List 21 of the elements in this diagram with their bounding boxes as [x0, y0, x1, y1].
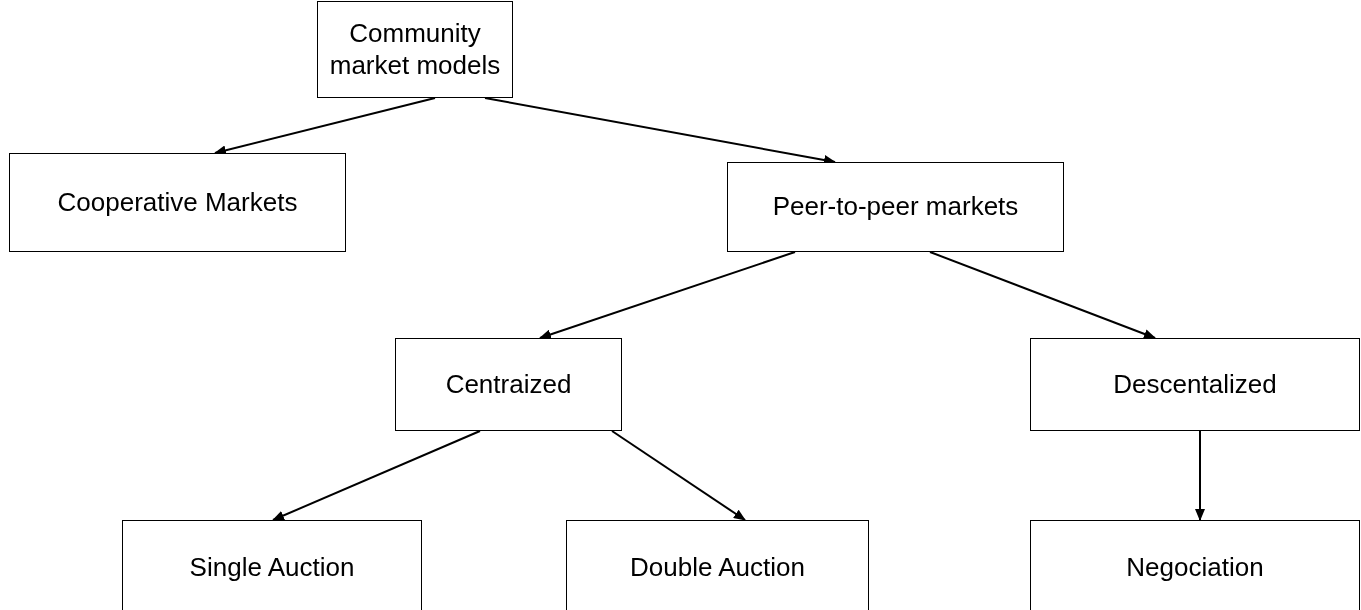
arrow — [611, 430, 746, 521]
arrow — [539, 251, 796, 340]
box-label: Negociation — [1126, 552, 1264, 584]
process-box — [317, 1, 513, 98]
box-label: Centraized — [445, 368, 572, 401]
box-label: Peer-to-peer markets — [772, 191, 1019, 223]
arrow — [272, 430, 481, 521]
box-label: Double Auction — [630, 552, 805, 584]
box-label: Single Auction — [189, 552, 355, 584]
process-box — [395, 338, 622, 431]
process-box — [1030, 338, 1360, 431]
process-box — [9, 153, 346, 252]
process-box — [727, 162, 1064, 252]
box-label: Descentalized — [1113, 368, 1277, 401]
box-label: Community market models — [328, 18, 502, 81]
arrow — [1195, 430, 1205, 521]
arrow — [929, 251, 1156, 339]
box-label: Cooperative Markets — [57, 186, 298, 219]
process-box — [1030, 520, 1360, 610]
process-box — [122, 520, 422, 610]
process-box — [566, 520, 869, 610]
